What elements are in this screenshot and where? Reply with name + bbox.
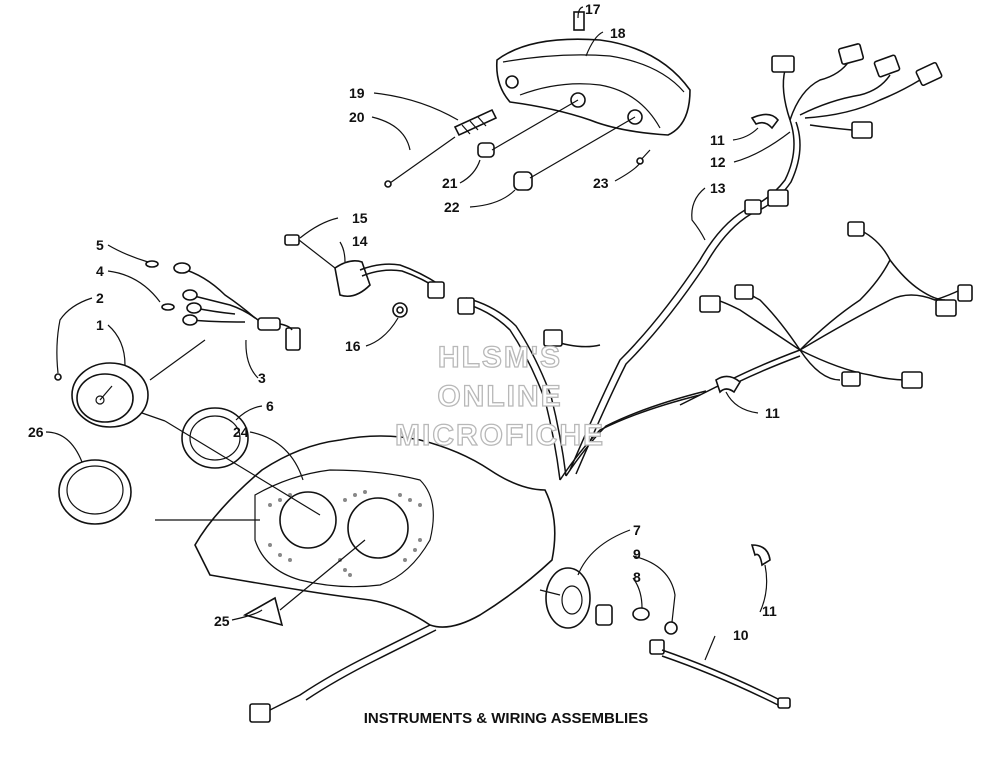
harness-center bbox=[457, 297, 707, 481]
harness-lower-right bbox=[679, 221, 973, 406]
leader-lines bbox=[45, 6, 791, 661]
callout-22: 22 bbox=[444, 199, 460, 215]
watermark-line-3: MICROFICHE bbox=[395, 419, 605, 452]
callout-9: 9 bbox=[633, 546, 641, 562]
diagram-caption: INSTRUMENTS & WIRING ASSEMBLIES bbox=[364, 710, 648, 727]
headlight-assembly bbox=[495, 11, 691, 136]
speedo-cable-parts bbox=[545, 544, 791, 709]
callout-16: 16 bbox=[345, 338, 361, 354]
callout-3: 3 bbox=[258, 370, 266, 386]
lower-wire bbox=[249, 624, 437, 723]
callout-2: 2 bbox=[96, 290, 104, 306]
watermark-line-2: ONLINE bbox=[437, 380, 562, 413]
callout-11-top: 11 bbox=[710, 132, 725, 148]
callout-4: 4 bbox=[96, 263, 104, 279]
callout-12: 12 bbox=[710, 154, 726, 170]
callout-20: 20 bbox=[349, 109, 365, 125]
gauge-assembly bbox=[54, 260, 301, 428]
harness-upper-right bbox=[569, 43, 943, 475]
callout-5: 5 bbox=[96, 237, 104, 253]
callout-25: 25 bbox=[214, 613, 230, 629]
bulb-socket-parts bbox=[384, 99, 651, 191]
callout-21: 21 bbox=[442, 175, 458, 191]
callout-19: 19 bbox=[349, 85, 365, 101]
callout-13: 13 bbox=[710, 180, 726, 196]
bezel-rings bbox=[58, 407, 249, 525]
callout-11-low: 11 bbox=[762, 603, 777, 619]
callout-10: 10 bbox=[733, 627, 749, 643]
callout-7: 7 bbox=[633, 522, 641, 538]
watermark-line-1: HLSM'S bbox=[438, 341, 562, 374]
callout-18: 18 bbox=[610, 25, 626, 41]
callout-15: 15 bbox=[352, 210, 368, 226]
callout-1: 1 bbox=[96, 317, 104, 333]
bracket-parts bbox=[284, 234, 445, 318]
callout-11-mid: 11 bbox=[765, 405, 780, 421]
callout-17: 17 bbox=[585, 1, 601, 17]
callout-24: 24 bbox=[233, 424, 249, 440]
callout-6: 6 bbox=[266, 398, 274, 414]
dash-nacelle bbox=[194, 435, 556, 628]
callout-8: 8 bbox=[633, 569, 641, 585]
watermark: HLSM'S ONLINE MICROFICHE bbox=[394, 340, 605, 452]
callout-23: 23 bbox=[593, 175, 609, 191]
callout-labels: 17 18 19 20 21 22 23 11 12 13 15 14 16 1… bbox=[28, 1, 780, 643]
callout-14: 14 bbox=[352, 233, 368, 249]
callout-26: 26 bbox=[28, 424, 44, 440]
